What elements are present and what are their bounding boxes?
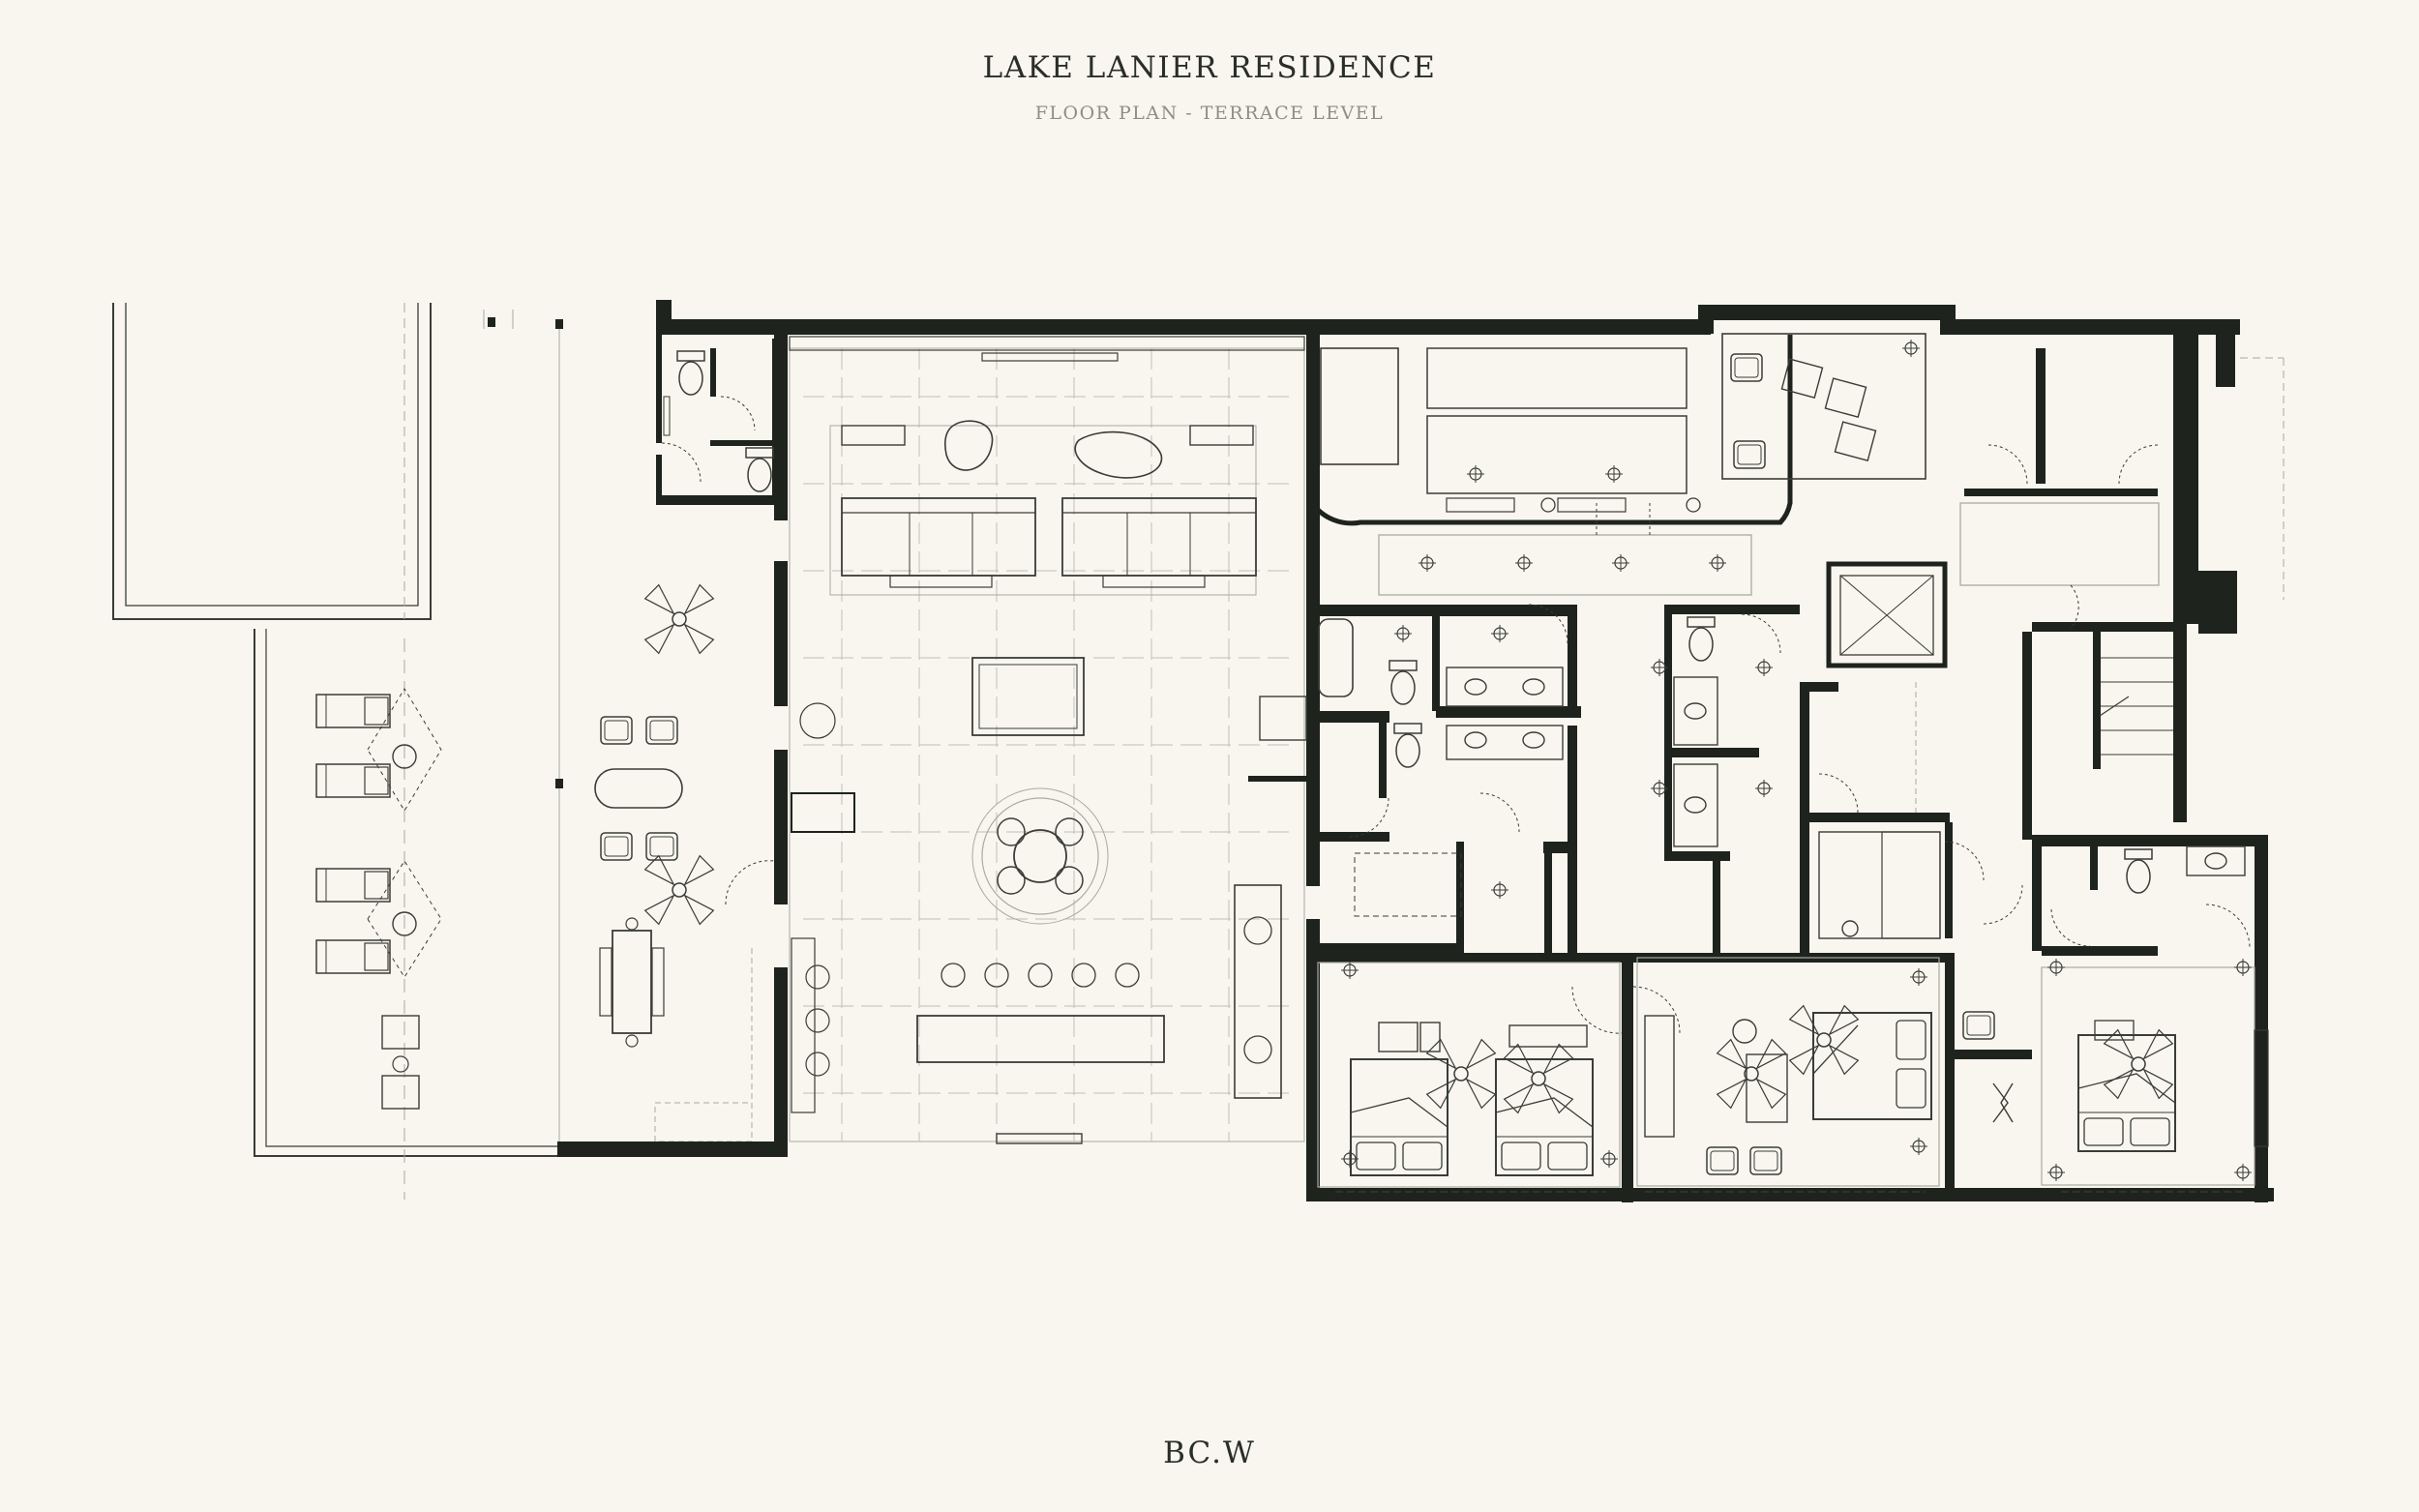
terrace-seating [594, 564, 753, 1142]
elevator [1826, 561, 1948, 668]
pool [112, 303, 432, 620]
living-area [789, 336, 1307, 1144]
terrace-outline [254, 310, 563, 1200]
bedroom-2 [1636, 957, 1940, 1193]
page-subtitle: FLOOR PLAN - TERRACE LEVEL [1034, 103, 1385, 124]
bedroom-3 [1945, 835, 2269, 1200]
upper-suite [1309, 333, 1926, 596]
bedroom-1 [1317, 961, 1621, 1193]
exterior-walls [557, 305, 2274, 1202]
pool-loungers [315, 688, 442, 1110]
stair-hall [1959, 348, 2285, 840]
bath-block-left [1312, 604, 1581, 953]
page-title: LAKE LANIER RESIDENCE [982, 50, 1437, 85]
firm-logo: BC.W [1163, 1436, 1256, 1470]
door-swings [725, 841, 2023, 1034]
bath-block-right [1650, 605, 1953, 953]
